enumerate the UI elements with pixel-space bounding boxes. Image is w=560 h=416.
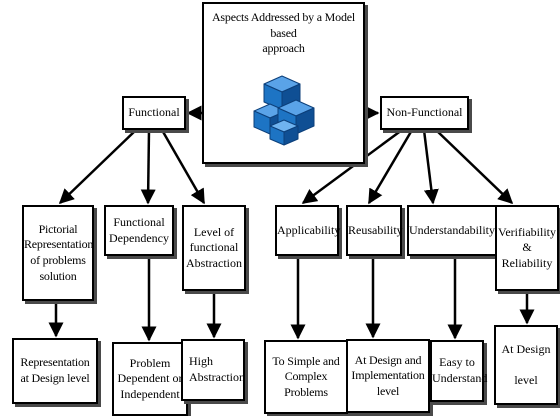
reusability-box: Reusability <box>346 205 403 256</box>
non-functional-box: Non-Functional <box>380 96 469 130</box>
pictorial-representation-label: Pictorial Representation of problems sol… <box>24 221 94 283</box>
verifiability-label: Verifiability & Reliability <box>498 224 556 270</box>
high-abstraction-label: High Abstraction <box>189 354 245 384</box>
pictorial-representation-box: Pictorial Representation of problems sol… <box>22 205 94 301</box>
arrow-nf-to-reusability <box>367 129 414 205</box>
problem-dependent-box: Problem Dependent or Independent <box>112 342 188 416</box>
root-aspects-label: Aspects Addressed by a Model based appro… <box>211 10 356 56</box>
functional-abstraction-label: Level of functional Abstraction <box>186 224 242 270</box>
simple-complex-label: To Simple and Complex Problems <box>272 353 340 399</box>
problem-dependent-label: Problem Dependent or Independent <box>117 355 183 401</box>
blue-cubes-icon-svg <box>253 75 315 146</box>
functional-box: Functional <box>122 96 186 130</box>
at-design-level-label: At Design level <box>501 341 551 387</box>
design-implementation-label: At Design and Implementation level <box>351 352 425 398</box>
verifiability-box: Verifiability & Reliability <box>495 205 559 291</box>
arrow-nf-to-understandability <box>422 129 439 205</box>
arrow-functional-to-pictorial <box>58 129 137 205</box>
high-abstraction-box: High Abstraction <box>181 339 245 401</box>
easy-to-understand-label: Easy to Understand <box>432 355 488 385</box>
understandability-box: Understandability <box>407 205 497 256</box>
blue-cubes-icon <box>248 74 320 146</box>
functional-label: Functional <box>128 105 180 120</box>
functional-dependency-label: Functional Dependency <box>109 214 169 245</box>
understandability-label: Understandability <box>409 222 495 237</box>
design-implementation-box: At Design and Implementation level <box>346 339 430 413</box>
reusability-label: Reusability <box>348 222 403 237</box>
functional-abstraction-box: Level of functional Abstraction <box>182 205 246 291</box>
arrow-functional-to-abstraction <box>160 129 206 205</box>
arrow-nf-to-verifiability <box>435 129 514 205</box>
design-level-label: Representation at Design level <box>20 355 90 385</box>
arrow-nf-to-applicability <box>301 128 403 205</box>
applicability-label: Applicability <box>277 222 341 237</box>
simple-complex-box: To Simple and Complex Problems <box>264 340 348 414</box>
arrow-functional-to-dependency <box>140 129 156 205</box>
applicability-box: Applicability <box>275 205 341 256</box>
functional-dependency-box: Functional Dependency <box>104 205 174 256</box>
design-level-box: Representation at Design level <box>12 338 98 404</box>
at-design-level-box: At Design level <box>494 325 558 405</box>
non-functional-label: Non-Functional <box>386 105 463 120</box>
easy-to-understand-box: Easy to Understand <box>430 340 488 402</box>
